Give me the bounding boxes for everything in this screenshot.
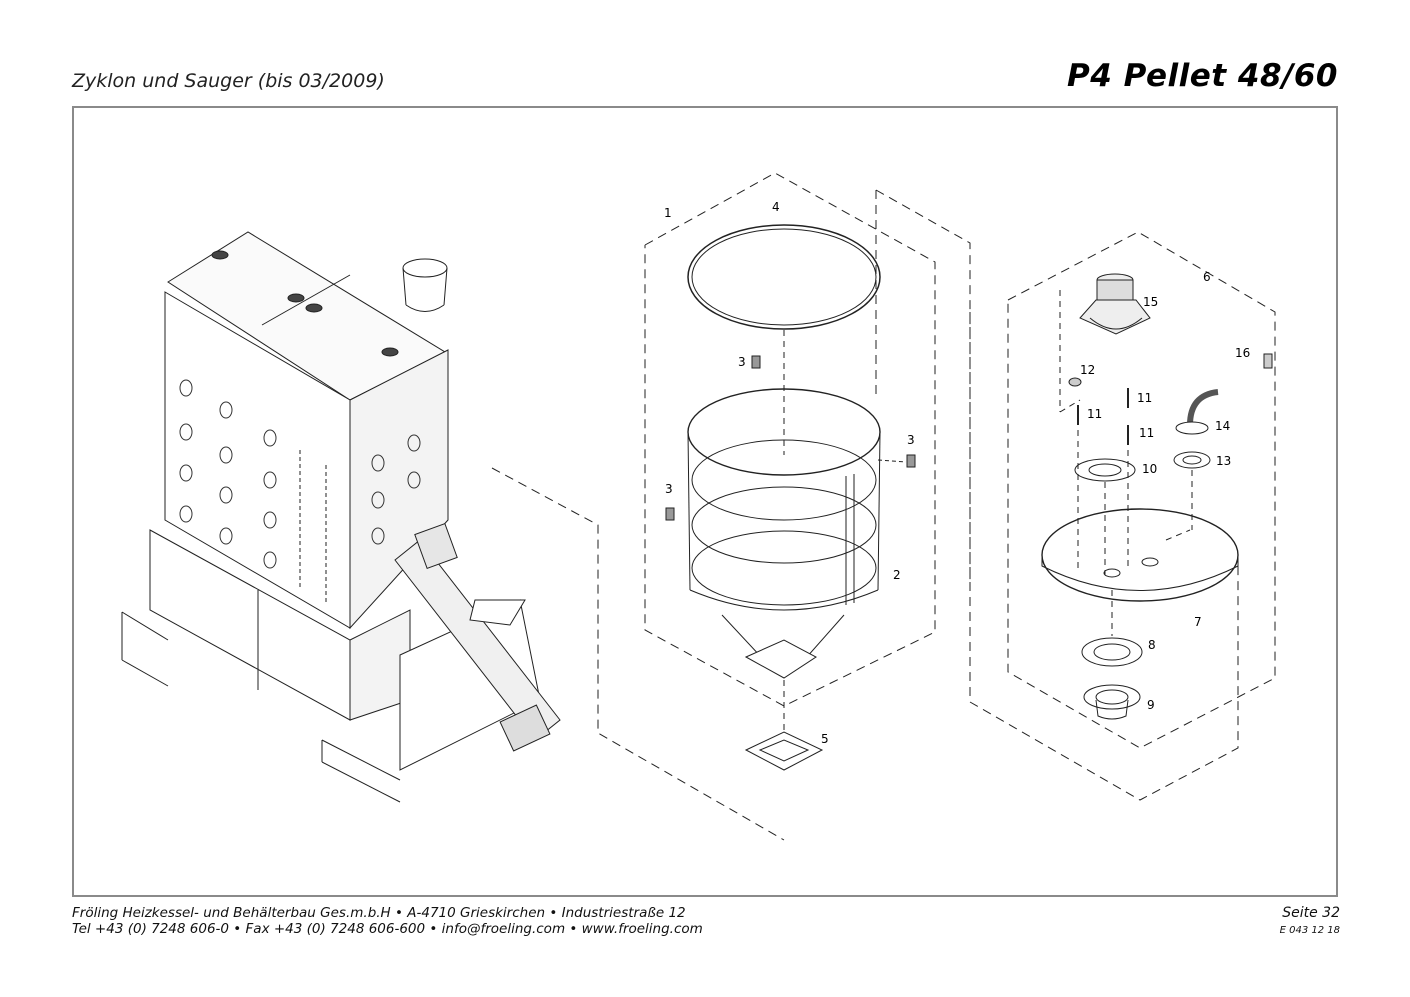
callout-9: 9 — [1147, 698, 1155, 712]
group-6-outline — [969, 231, 1276, 801]
callout-7: 7 — [1194, 615, 1202, 629]
part-4-ring — [687, 224, 881, 455]
callout-4: 4 — [772, 200, 780, 214]
callout-15: 15 — [1143, 295, 1158, 309]
part-5-flange — [744, 680, 824, 771]
part-12-washer — [1068, 377, 1082, 387]
part-9-sleeve — [1083, 684, 1141, 720]
callout-14: 14 — [1215, 419, 1230, 433]
part-15-suction-fan — [1059, 273, 1151, 413]
callout-3: 3 — [665, 482, 673, 496]
callout-labels: 1 4 3 3 3 2 5 6 15 16 12 11 11 11 14 10 … — [664, 200, 1250, 746]
part-10-gasket — [1074, 458, 1136, 482]
part-13-flange — [1173, 451, 1211, 469]
product-title: P4 Pellet 48/60 — [1067, 58, 1338, 94]
part-3-clip-top — [751, 355, 761, 369]
callout-3: 3 — [738, 355, 746, 369]
callout-8: 8 — [1148, 638, 1156, 652]
part-2-cyclone-body — [687, 388, 881, 679]
callout-3: 3 — [907, 433, 915, 447]
drawing-subtitle: Zyklon und Sauger (bis 03/2009) — [72, 70, 385, 92]
drawing-frame — [72, 106, 1338, 897]
callout-11: 11 — [1139, 426, 1154, 440]
part-16-fitting — [1263, 353, 1273, 369]
part-3-clip-right — [906, 454, 916, 468]
callout-5: 5 — [821, 732, 829, 746]
callout-2: 2 — [893, 568, 901, 582]
assembly-dash-line — [491, 467, 785, 841]
footer-contact-line: Tel +43 (0) 7248 606-0 • Fax +43 (0) 724… — [72, 921, 703, 937]
boiler-illustration — [121, 231, 561, 803]
document-number: E 043 12 18 — [1279, 925, 1340, 936]
page-number: Seite 32 — [1282, 905, 1340, 921]
part-8-flange — [1081, 590, 1143, 667]
part-11-screws — [1077, 388, 1129, 445]
part-3-clip-left — [665, 507, 675, 521]
callout-1: 1 — [664, 206, 672, 220]
callout-12: 12 — [1080, 363, 1095, 377]
callout-10: 10 — [1142, 462, 1157, 476]
footer-company-line: Fröling Heizkessel- und Behälterbau Ges.… — [72, 905, 686, 921]
callout-13: 13 — [1216, 454, 1231, 468]
group-1-outline — [644, 172, 971, 707]
part-7-cover-plate — [1041, 430, 1239, 602]
callout-11: 11 — [1087, 407, 1102, 421]
callout-6: 6 — [1203, 270, 1211, 284]
callout-16: 16 — [1235, 346, 1250, 360]
callout-11: 11 — [1137, 391, 1152, 405]
part-14-elbow — [1187, 389, 1219, 426]
